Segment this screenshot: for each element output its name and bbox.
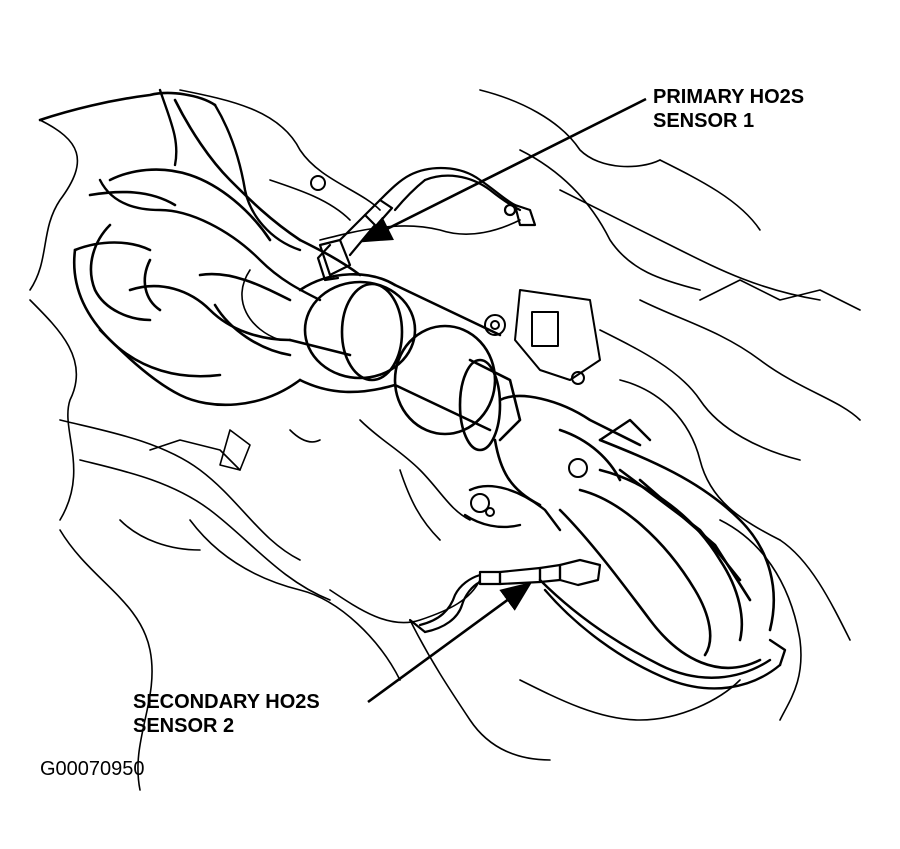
figure-id: G00070950: [40, 758, 145, 780]
secondary-sensor-label-line1: SECONDARY HO2S: [133, 691, 320, 713]
primary-sensor-callout: PRIMARY HO2S SENSOR 1: [653, 85, 804, 133]
primary-sensor-label-line1: PRIMARY HO2S: [653, 86, 805, 108]
primary-sensor-label-line2: SENSOR 1: [653, 110, 755, 132]
converter-heat-shield: [463, 418, 787, 690]
front-exhaust-pipe: [38, 91, 362, 407]
primary-o2-sensor: [316, 166, 537, 282]
secondary-sensor-leader: [367, 581, 533, 704]
front-heat-shield: [98, 88, 322, 302]
secondary-o2-sensor: [408, 558, 602, 634]
underbody-outline: [29, 89, 861, 791]
secondary-sensor-callout: SECONDARY HO2S SENSOR 2: [133, 690, 320, 738]
flex-pipe-section: [298, 273, 522, 452]
catalytic-converter: [493, 394, 776, 670]
primary-sensor-leader: [360, 97, 647, 243]
secondary-sensor-label-line2: SENSOR 2: [133, 715, 235, 737]
mounting-bracket: [310, 175, 601, 517]
